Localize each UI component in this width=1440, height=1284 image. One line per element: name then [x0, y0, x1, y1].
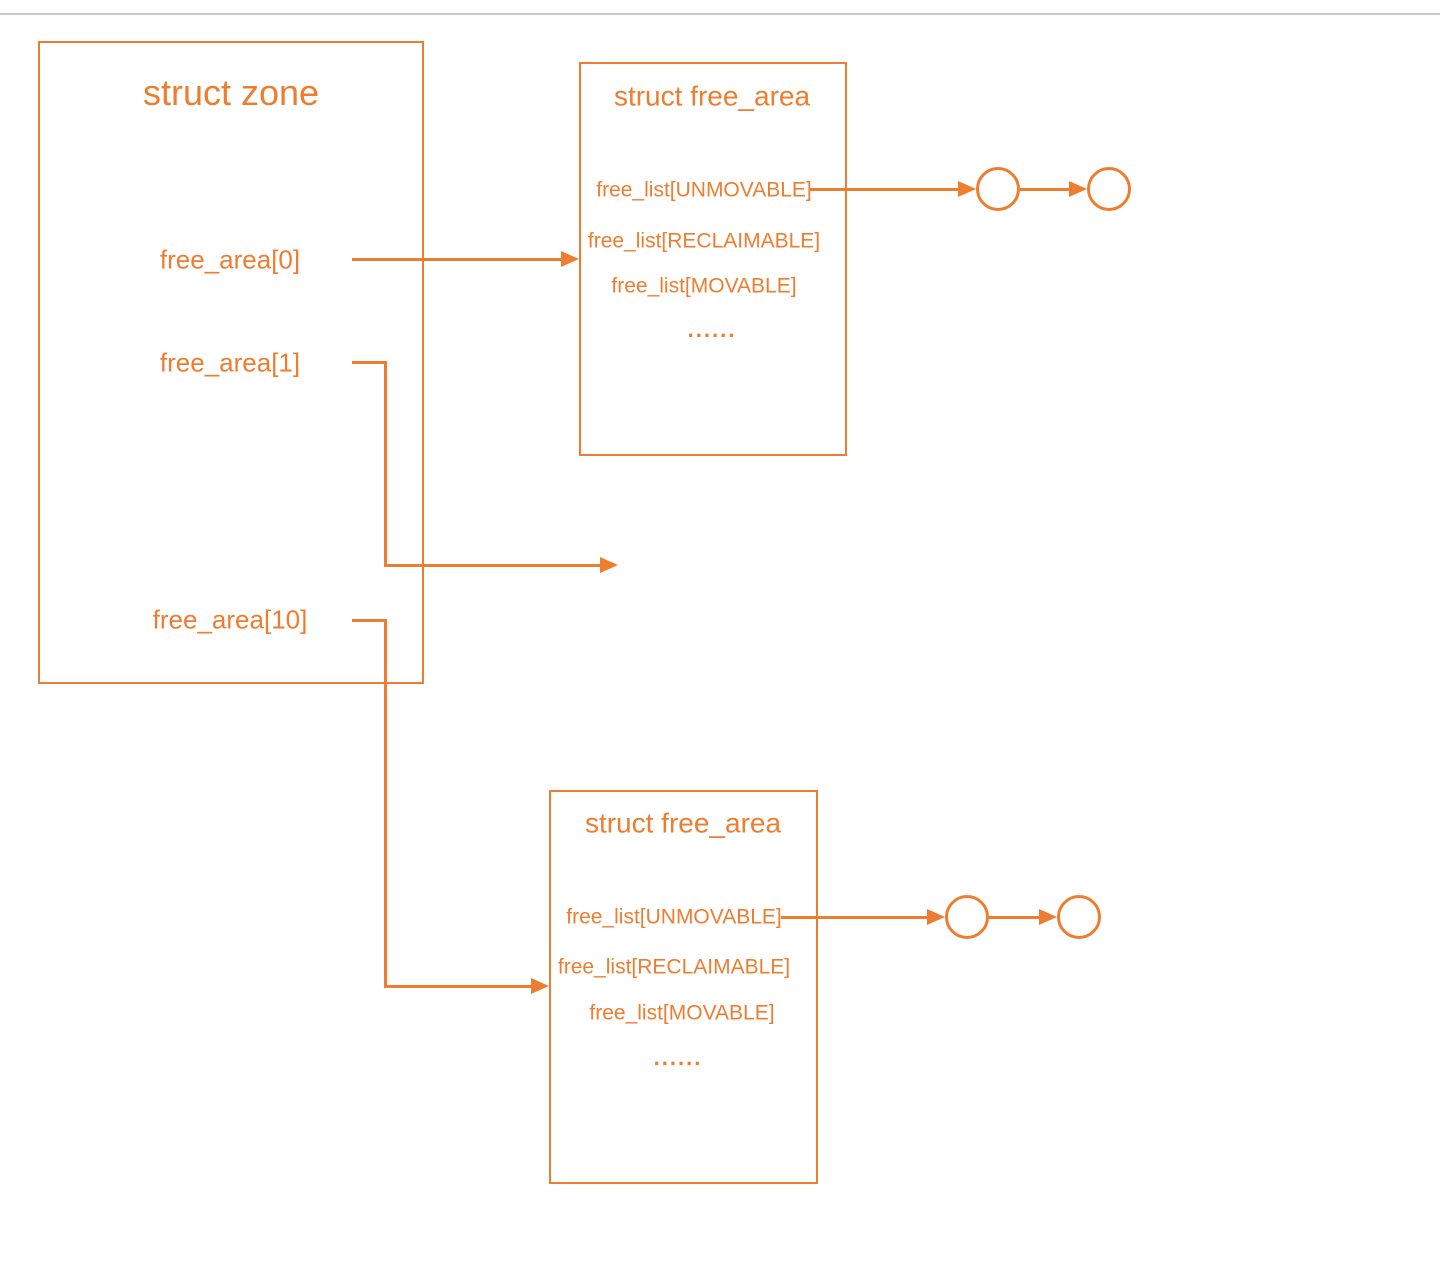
free-area-bottom-row-reclaimable: free_list[RECLAIMABLE] — [557, 955, 791, 979]
free-area-1-arrowhead-icon — [600, 557, 618, 573]
free-area-top-row-unmovable: free_list[UNMOVABLE] — [596, 178, 812, 202]
free-area-10-stub-line — [352, 619, 385, 622]
free-area-top-row-ellipsis: ...... — [687, 316, 737, 342]
free-area-1-stub-line — [352, 361, 385, 364]
top-divider-line — [0, 13, 1440, 15]
free-area-0-arrow-line — [352, 258, 561, 261]
free-area-bottom-row-ellipsis: ...... — [653, 1044, 703, 1070]
bottom-unmovable-arrowhead-icon — [927, 909, 945, 925]
zone-field-free-area-10: free_area[10] — [152, 604, 308, 635]
free-area-bottom-row-movable: free_list[MOVABLE] — [589, 1001, 775, 1025]
free-area-1-vertical-line — [384, 361, 387, 567]
zone-box — [38, 41, 424, 684]
free-area-bottom-row-unmovable: free_list[UNMOVABLE] — [566, 905, 782, 929]
free-area-10-vertical-line — [384, 619, 387, 988]
top-node-arrowhead-icon — [1069, 181, 1087, 197]
bottom-unmovable-link-line — [781, 916, 927, 919]
free-area-top-title: struct free_area — [613, 80, 811, 112]
bottom-node-arrowhead-icon — [1039, 909, 1057, 925]
free-area-top-row-reclaimable: free_list[RECLAIMABLE] — [587, 229, 821, 253]
free-area-10-arrowhead-icon — [531, 978, 549, 994]
free-area-top-box — [579, 62, 847, 456]
top-unmovable-arrowhead-icon — [958, 181, 976, 197]
free-area-bottom-title: struct free_area — [584, 807, 782, 839]
bottom-node-link-line — [989, 916, 1039, 919]
zone-field-free-area-1: free_area[1] — [159, 347, 301, 378]
bottom-list-node-2-circle — [1057, 895, 1101, 939]
bottom-list-node-1-circle — [945, 895, 989, 939]
top-list-node-2-circle — [1087, 167, 1131, 211]
free-area-top-row-movable: free_list[MOVABLE] — [611, 274, 797, 298]
top-list-node-1-circle — [976, 167, 1020, 211]
zone-box-title: struct zone — [142, 72, 320, 114]
free-area-0-arrowhead-icon — [561, 251, 579, 267]
free-area-1-arrow-line — [384, 564, 600, 567]
free-area-bottom-box — [549, 790, 818, 1184]
top-unmovable-link-line — [810, 188, 958, 191]
free-area-10-arrow-line — [384, 985, 531, 988]
top-node-link-line — [1020, 188, 1069, 191]
zone-field-free-area-0: free_area[0] — [159, 244, 301, 275]
